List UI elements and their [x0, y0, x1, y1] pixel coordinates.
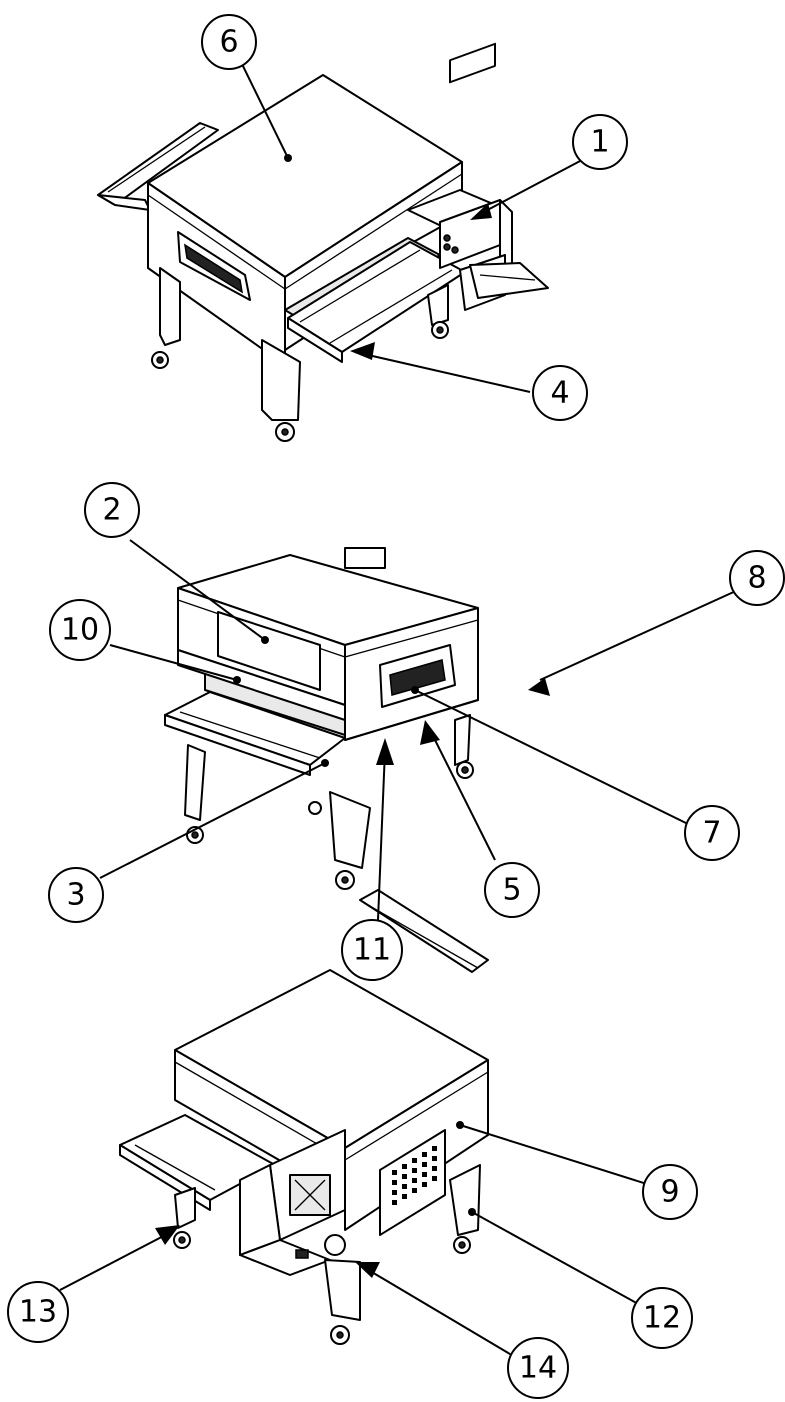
callout-8: 8 [729, 550, 785, 606]
callout-label-9: 9 [660, 1175, 679, 1210]
callout-label-6: 6 [219, 25, 238, 60]
callout-12: 12 [631, 1287, 693, 1349]
callout-label-8: 8 [747, 561, 766, 596]
callout-11: 11 [341, 919, 403, 981]
callout-label-12: 12 [643, 1301, 681, 1336]
callout-label-11: 11 [353, 933, 391, 968]
callout-label-7: 7 [702, 816, 721, 851]
callout-14: 14 [507, 1337, 569, 1399]
callout-label-14: 14 [519, 1351, 557, 1386]
callout-1: 1 [572, 114, 628, 170]
callout-6: 6 [201, 14, 257, 70]
callout-label-1: 1 [590, 125, 609, 160]
callout-label-13: 13 [19, 1295, 57, 1330]
callout-9: 9 [642, 1164, 698, 1220]
callout-label-10: 10 [61, 613, 99, 648]
oven-view-side [164, 262, 549, 890]
callout-label-3: 3 [66, 878, 85, 913]
callout-label-4: 4 [550, 376, 569, 411]
callout-3: 3 [48, 867, 104, 923]
oven-view-rear [119, 889, 489, 1345]
callout-label-5: 5 [502, 873, 521, 908]
callout-5: 5 [484, 862, 540, 918]
callout-label-2: 2 [102, 493, 121, 528]
callout-13: 13 [7, 1281, 69, 1343]
callout-4: 4 [532, 365, 588, 421]
leader-lines [59, 61, 739, 1361]
callout-2: 2 [84, 482, 140, 538]
callout-7: 7 [684, 805, 740, 861]
callout-10: 10 [49, 599, 111, 661]
oven-view-front [97, 42, 513, 442]
